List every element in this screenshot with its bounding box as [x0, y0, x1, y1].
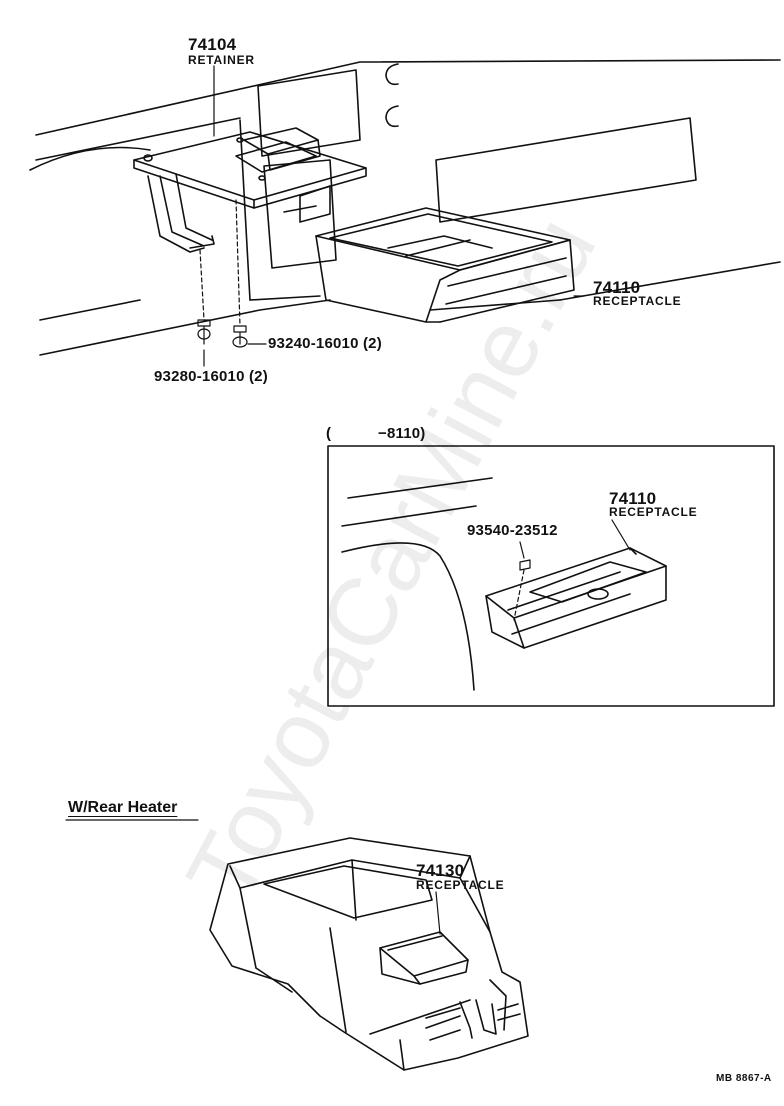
inset-receptacle-part-number: 74110 — [609, 489, 657, 508]
retainer-part-name: RETAINER — [188, 53, 255, 67]
retainer-74104 — [134, 128, 366, 252]
diagram-code: MB 8867-A — [716, 1073, 772, 1084]
inset-range-open: ( — [326, 425, 332, 442]
inset-receptacle-part-name: RECEPTACLE — [609, 505, 698, 519]
inset-range-end: −8110) — [378, 425, 426, 442]
receptacle-part-name: RECEPTACLE — [593, 294, 682, 308]
screw-93240-label: 93240-16010 (2) — [268, 335, 382, 352]
receptacle-74110 — [316, 208, 574, 322]
rear-heater-heading: W/Rear Heater — [68, 799, 178, 816]
rear-receptacle-part-name: RECEPTACLE — [416, 878, 505, 892]
leader-lines-rear — [66, 820, 440, 934]
leader-lines-top — [204, 66, 584, 366]
screws-top — [198, 200, 247, 347]
retainer-part-number: 74104 — [188, 35, 237, 54]
screw-93280-label: 93280-16010 (2) — [154, 368, 268, 385]
inset-receptacle-74110 — [486, 548, 666, 648]
rear-console — [210, 838, 528, 1070]
rear-receptacle-74130 — [380, 932, 468, 984]
rear-receptacle-part-number: 74130 — [416, 861, 465, 880]
inset-frame — [328, 446, 774, 706]
dashboard-panel — [30, 60, 780, 355]
inset-screw-label: 93540-23512 — [467, 522, 558, 539]
inset-screw — [514, 520, 630, 620]
receptacle-part-number: 74110 — [593, 278, 641, 297]
